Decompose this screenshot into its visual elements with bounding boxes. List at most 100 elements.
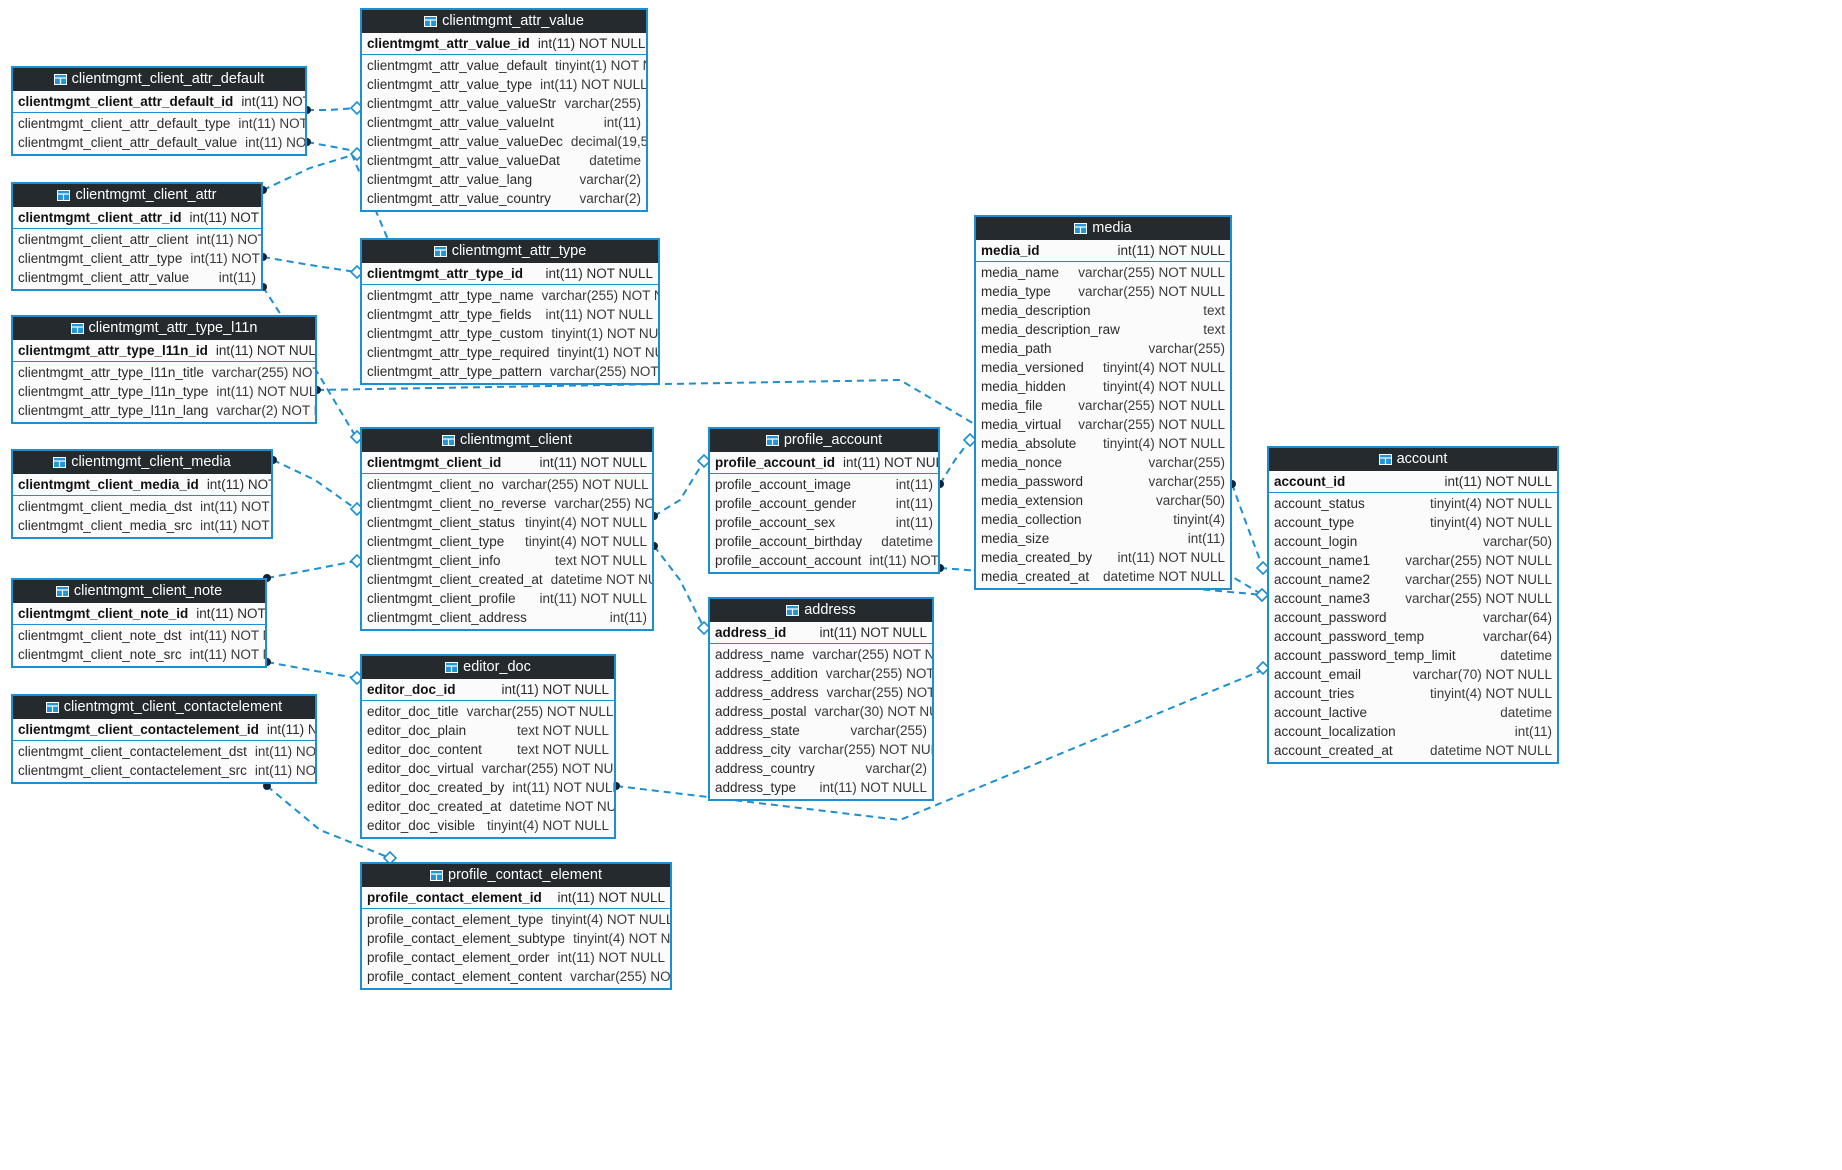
- column-type: tinyint(4) NOT NULL: [1102, 436, 1225, 451]
- column-name: account_localization: [1274, 724, 1396, 739]
- entity-table-clientmgmt_client_attr[interactable]: clientmgmt_client_attr clientmgmt_client_…: [11, 182, 263, 291]
- entity-table-header: clientmgmt_client_attr: [13, 184, 261, 207]
- entity-table-name: clientmgmt_client_attr: [75, 187, 217, 203]
- column-type: varchar(255) NOT NULL: [570, 969, 670, 984]
- column-type: int(11) NOT NULL: [266, 722, 315, 737]
- column-type: tinyint(1) NOT NULL: [551, 326, 658, 341]
- column-name: clientmgmt_client_no: [367, 477, 494, 492]
- column-type: int(11) NOT NULL: [557, 890, 665, 905]
- entity-table-name: clientmgmt_client_note: [73, 583, 223, 599]
- column-type: int(11) NOT NULL: [196, 232, 261, 247]
- column-name: media_size: [981, 531, 1050, 546]
- column-name: clientmgmt_client_info: [367, 553, 501, 568]
- column-name: editor_doc_plain: [367, 723, 467, 738]
- relation-edge: [303, 100, 365, 116]
- column-type: int(11) NOT NULL: [189, 210, 261, 225]
- column-type: tinyint(4) NOT NULL: [551, 912, 670, 927]
- column-name: address_type: [715, 780, 797, 795]
- column-name: account_name2: [1274, 572, 1371, 587]
- column-name: profile_account_sex: [715, 515, 836, 530]
- column-name: media_extension: [981, 493, 1084, 508]
- column-name: clientmgmt_client_contactelement_src: [18, 763, 247, 778]
- column-type: int(11) NOT NULL: [190, 251, 261, 266]
- column-name: clientmgmt_client_attr_id: [18, 210, 182, 225]
- column-name: account_name1: [1274, 553, 1371, 568]
- column-type: tinyint(4) NOT NULL: [573, 931, 670, 946]
- column-type: int(11): [218, 270, 256, 285]
- column-type: varchar(70) NOT NULL: [1412, 667, 1552, 682]
- column-type: int(11) NOT NULL: [241, 94, 305, 109]
- relation-edge: [1228, 480, 1271, 576]
- column-type: varchar(255) NOT NULL: [1078, 398, 1225, 413]
- column-type: varchar(255) NOT NULL: [812, 647, 932, 662]
- column-type: int(11): [1514, 724, 1552, 739]
- column-type: datetime: [1500, 705, 1552, 720]
- entity-table-name: editor_doc: [463, 659, 531, 675]
- column-name: profile_account_gender: [715, 496, 857, 511]
- relation-edge: [650, 453, 712, 520]
- table-icon: [45, 698, 59, 719]
- entity-table-header: account: [1269, 448, 1557, 471]
- column-type: varchar(255) NOT NULL: [1405, 591, 1552, 606]
- column-type: varchar(2) NOT NULL: [216, 403, 315, 418]
- column-name: profile_account_id: [715, 455, 836, 470]
- entity-table-name: clientmgmt_client: [459, 432, 572, 448]
- column-type: tinyint(1) NOT NULL: [555, 58, 646, 73]
- column-type: int(11) NOT NULL: [245, 135, 305, 150]
- column-name: media_created_by: [981, 550, 1093, 565]
- column-name: clientmgmt_client_type: [367, 534, 505, 549]
- column-type: int(11) NOT NULL: [216, 384, 315, 399]
- column-name: clientmgmt_client_status: [367, 515, 515, 530]
- entity-table-name: address: [804, 602, 856, 618]
- column-name: account_email: [1274, 667, 1362, 682]
- entity-table-header: clientmgmt_client_media: [13, 451, 271, 474]
- column-name: clientmgmt_attr_type_fields: [367, 307, 532, 322]
- column-type: text NOT NULL: [516, 723, 609, 738]
- entity-table-clientmgmt_client_note[interactable]: clientmgmt_client_note clientmgmt_client_…: [11, 578, 267, 668]
- column-name: account_type: [1274, 515, 1355, 530]
- column-name: editor_doc_content: [367, 742, 482, 757]
- column-name: clientmgmt_attr_value_default: [367, 58, 548, 73]
- column-name: clientmgmt_client_address: [367, 610, 527, 625]
- primary-key-row: clientmgmt_client_attr_id int(11) NOT NUL…: [13, 207, 261, 229]
- relation-edge: [259, 253, 365, 280]
- column-type: varchar(30) NOT NULL: [814, 704, 932, 719]
- column-name: media_created_at: [981, 569, 1090, 584]
- column-name: address_postal: [715, 704, 807, 719]
